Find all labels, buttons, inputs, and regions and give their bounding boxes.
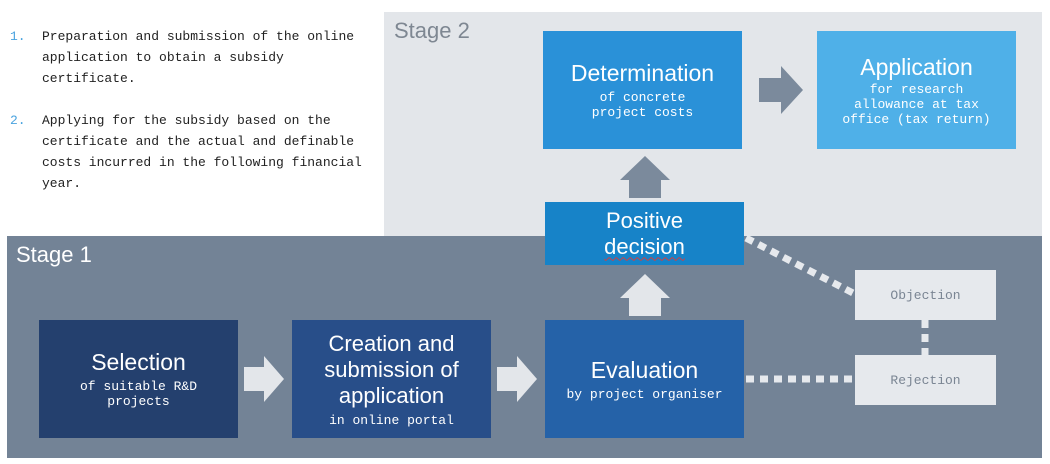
list-text: Applying for the subsidy based on the ce…: [42, 113, 362, 191]
list-number: 1.: [10, 29, 26, 44]
evaluation-box: Evaluation by project organiser: [545, 320, 744, 438]
arrow-up-icon: [620, 156, 670, 198]
rejection-box: Rejection: [855, 355, 996, 405]
list-item: 1. Preparation and submission of the onl…: [10, 26, 380, 89]
intro-list: 1. Preparation and submission of the onl…: [10, 26, 380, 215]
determination-box: Determination of concrete project costs: [543, 31, 742, 149]
determination-subtitle: of concrete project costs: [591, 90, 694, 120]
selection-subtitle: of suitable R&D projects: [79, 379, 198, 409]
connector-positive-to-objection: [744, 234, 857, 298]
creation-subtitle: in online portal: [329, 412, 454, 428]
list-item: 2. Applying for the subsidy based on the…: [10, 110, 380, 194]
selection-box: Selection of suitable R&D projects: [39, 320, 238, 438]
arrow-right-icon: [759, 66, 803, 114]
evaluation-title: Evaluation: [590, 356, 699, 383]
application-box: Application for research allowance at ta…: [817, 31, 1016, 149]
list-text: Preparation and submission of the online…: [42, 29, 355, 86]
creation-box: Creation and submission of application i…: [292, 320, 491, 438]
arrow-right-icon: [497, 356, 537, 402]
selection-title: Selection: [91, 349, 186, 375]
stage-2-title: Stage 2: [394, 18, 470, 43]
spellcheck-underline: decision: [604, 233, 685, 259]
application-subtitle: for research allowance at tax office (ta…: [842, 81, 991, 127]
objection-box: Objection: [855, 270, 996, 320]
positive-decision-box: Positive decision: [545, 202, 744, 265]
positive-decision-title: Positive decision: [604, 207, 685, 259]
evaluation-subtitle: by project organiser: [566, 386, 723, 402]
application-title: Application: [860, 53, 973, 80]
list-number: 2.: [10, 113, 26, 128]
stage-1-title: Stage 1: [16, 242, 92, 267]
determination-title: Determination: [570, 60, 715, 86]
arrow-right-icon: [244, 356, 284, 402]
arrow-up-icon: [620, 274, 670, 316]
creation-title: Creation and submission of application: [324, 330, 459, 408]
